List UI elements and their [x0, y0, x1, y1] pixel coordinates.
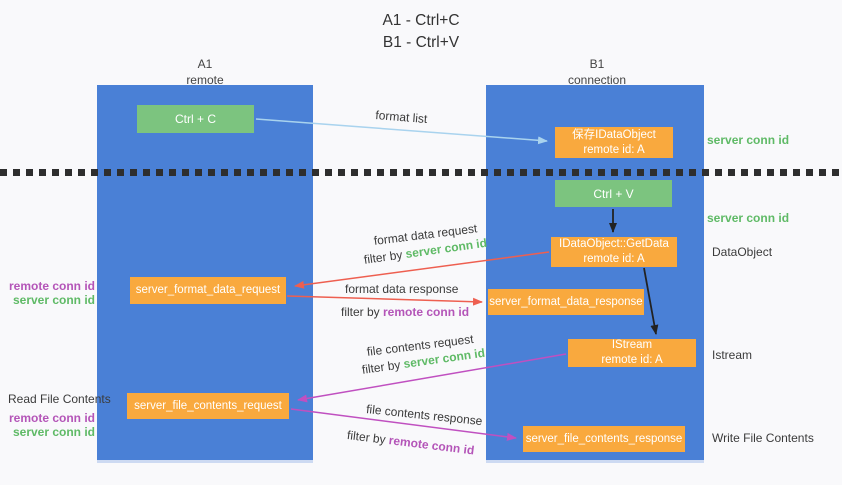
arrow-format-data-response [286, 295, 483, 306]
diagram-title: A1 - Ctrl+C B1 - Ctrl+V [0, 10, 842, 55]
node-idataobject-getdata-line2: remote id: A [583, 253, 645, 265]
label-read-file-contents: Read File Contents [8, 392, 111, 406]
label-write-file-contents: Write File Contents [712, 431, 814, 445]
node-istream-line1: IStream [611, 339, 653, 352]
column-b1-name: B1 [589, 57, 605, 71]
node-save-idataobject-line1: 保存IDataObject [572, 128, 656, 141]
column-header-b1: B1 connection [547, 56, 647, 88]
dotted-separator-line [0, 169, 842, 176]
column-header-a1: A1 remote [155, 56, 255, 88]
label-filter-by-remote-conn-id-2: filter by remote conn id [346, 428, 475, 457]
node-server-format-data-response-label: server_format_data_response [489, 295, 643, 308]
node-server-file-contents-response-label: server_file_contents_response [525, 432, 683, 445]
label-file-contents-response: file contents response [365, 402, 484, 429]
title-line-2: B1 - Ctrl+V [382, 34, 460, 52]
label-dataobject: DataObject [712, 245, 773, 259]
node-idataobject-getdata-line1: IDataObject::GetData [559, 238, 669, 251]
label-remote-conn-id-2: remote conn id [8, 411, 95, 425]
node-ctrl-c-label: Ctrl + C [174, 112, 216, 126]
label-format-list: format list [374, 108, 428, 127]
label-server-conn-id-left-1: server conn id [12, 293, 95, 308]
label-filter-by-prefix-3: filter by [361, 357, 405, 377]
label-filter-by-prefix-4: filter by [346, 428, 390, 448]
column-a1-name: A1 [197, 57, 213, 71]
node-ctrl-v-label: Ctrl + V [593, 186, 634, 201]
label-left-conn-ids-2: remote conn id server conn id [0, 411, 95, 439]
label-filter-by-remote-conn-id-1: filter by remote conn id [341, 305, 469, 319]
label-filter-by-prefix-1: filter by [363, 247, 407, 267]
node-server-file-contents-request-label: server_file_contents_request [134, 399, 282, 412]
node-idataobject-getdata: IDataObject::GetData remote id: A [551, 237, 677, 267]
label-filter-by-value-2: remote conn id [383, 305, 470, 319]
node-save-idataobject: 保存IDataObject remote id: A [555, 127, 673, 158]
node-ctrl-v: Ctrl + V [555, 180, 672, 207]
node-server-format-data-request-label: server_format_data_request [135, 284, 281, 297]
column-a1-role: remote [186, 73, 224, 88]
label-server-conn-id-top: server conn id [707, 133, 790, 147]
label-filter-by-prefix-2: filter by [341, 305, 384, 319]
node-istream-line2: remote id: A [601, 354, 663, 366]
node-server-file-contents-request: server_file_contents_request [127, 393, 289, 419]
node-server-format-data-request: server_format_data_request [130, 277, 286, 304]
label-filter-by-value-4: remote conn id [387, 433, 476, 458]
label-remote-conn-id-1: remote conn id [8, 279, 95, 293]
node-istream: IStream remote id: A [568, 339, 696, 367]
label-left-conn-ids-1: remote conn id server conn id [0, 279, 95, 307]
node-server-file-contents-response: server_file_contents_response [523, 426, 685, 452]
node-server-format-data-response: server_format_data_response [488, 289, 644, 315]
label-istream: Istream [712, 348, 753, 362]
node-ctrl-c: Ctrl + C [137, 105, 254, 133]
title-line-1: A1 - Ctrl+C [382, 12, 460, 29]
label-server-conn-id-left-2: server conn id [12, 425, 95, 440]
node-save-idataobject-line2: remote id: A [583, 143, 645, 156]
label-server-conn-id-mid: server conn id [707, 211, 790, 225]
column-b1-role: connection [567, 73, 627, 88]
label-format-data-response: format data response [345, 282, 459, 296]
